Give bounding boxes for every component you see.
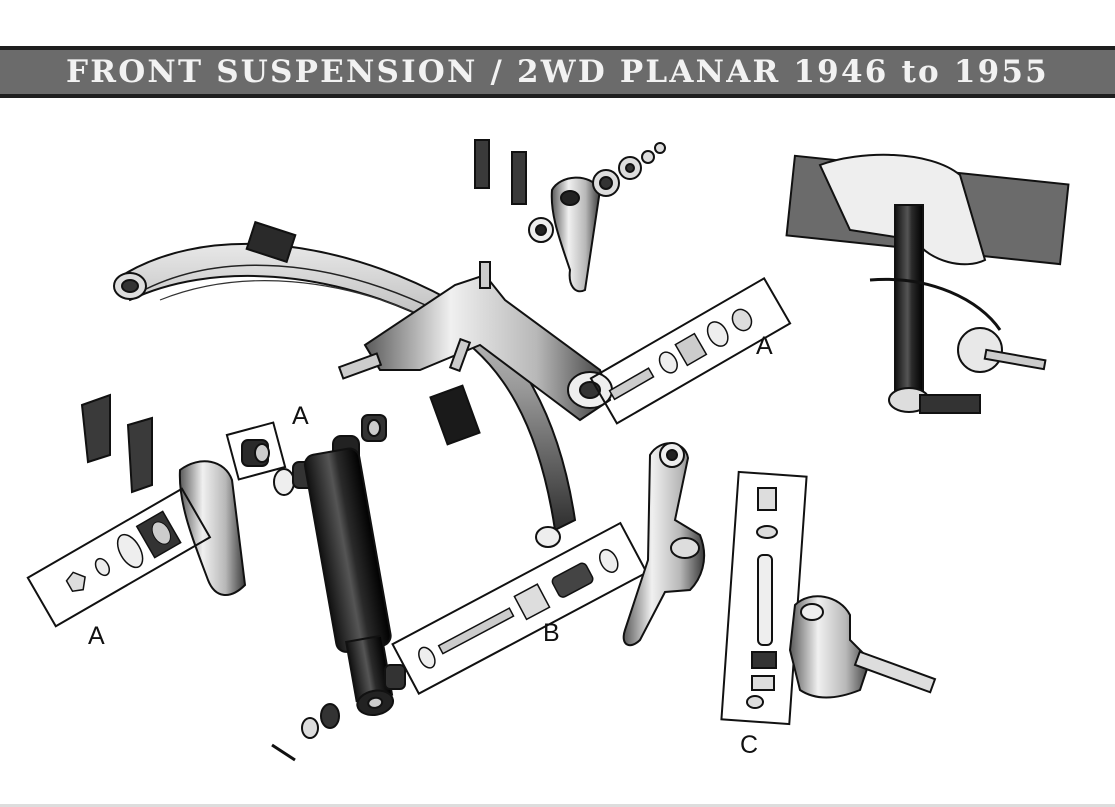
box-a-middle [225,421,287,481]
label-a-right-text: A [756,332,773,360]
exploded-parts-diagram: A A A B C [26,139,1070,762]
bottom-rule [0,804,1115,807]
label-a-middle-text: A [292,402,309,430]
left-shackle-parts [80,393,247,596]
box-c [720,470,808,726]
title-bar: FRONT SUSPENSION / 2WD PLANAR 1946 to 19… [0,46,1115,98]
steering-arm [622,442,706,647]
box-a-left [26,487,212,628]
lower-fasteners [271,664,406,762]
label-a-left-text: A [88,622,105,650]
stub-axle [788,595,937,699]
box-a-right [589,276,792,425]
label-b-text: B [543,619,560,647]
axle-bracket [337,261,613,422]
label-c-text: C [740,731,758,759]
box-b [391,521,648,695]
assembled-view-photo [785,153,1070,414]
diagram-title: FRONT SUSPENSION / 2WD PLANAR 1946 to 19… [66,54,1049,90]
shock-absorber [303,447,395,717]
upper-shackle-parts [474,139,666,293]
